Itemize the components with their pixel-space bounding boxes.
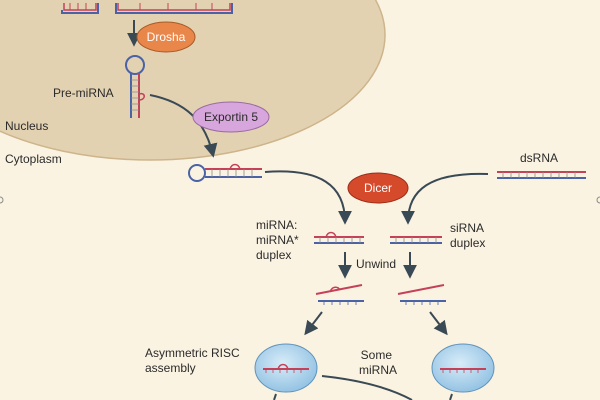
drosha-enzyme: Drosha (136, 21, 196, 53)
arrow-risc-down-right (449, 393, 453, 400)
unwound-sirna (397, 284, 446, 305)
arrow-to-risc-right (429, 311, 448, 336)
cytoplasm-label: Cytoplasm (5, 152, 62, 166)
asym-risc-line2: assembly (145, 361, 196, 375)
pre-mirna-label: Pre-miRNA (53, 86, 114, 100)
mirna-duplex-line3: duplex (256, 248, 291, 262)
risc-complex-right (431, 343, 495, 393)
dsrna-label: dsRNA (520, 151, 558, 165)
exportin5-label: Exportin 5 (204, 110, 258, 124)
arrow-to-mirna-duplex (264, 170, 352, 225)
exportin5-protein: Exportin 5 (192, 101, 270, 133)
sirna-duplex-line2: duplex (450, 236, 485, 250)
drosha-label: Drosha (147, 30, 186, 44)
risc-complex-left (254, 343, 318, 393)
arrow-export (149, 94, 218, 158)
sirna-duplex-line1: siRNA (450, 221, 484, 235)
right-edge-marker (596, 196, 600, 204)
arrow-to-risc-left (304, 311, 323, 336)
arrow-to-sirna-duplex (401, 172, 489, 225)
arrow-some-mirna (321, 375, 413, 400)
some-mirna-line1: Some (361, 348, 393, 362)
left-edge-marker (0, 196, 4, 204)
primary-transcript (61, 3, 233, 14)
asym-risc-label: Asymmetric RISC assembly (145, 346, 243, 375)
sirna-duplex-label: siRNA duplex (450, 221, 487, 250)
mirna-duplex-line2: miRNA* (256, 233, 299, 247)
nucleus-label: Nucleus (5, 119, 48, 133)
unwind-label: Unwind (356, 257, 396, 271)
sirna-duplex (390, 236, 442, 244)
mirna-duplex-label: miRNA: miRNA* duplex (256, 218, 302, 262)
unwound-mirna (315, 284, 364, 305)
dicer-label: Dicer (364, 181, 392, 195)
arrow-risc-down-left (273, 393, 277, 400)
pre-mirna-hairpin (125, 55, 145, 118)
nucleus-region (0, 0, 386, 161)
asym-risc-line1: Asymmetric RISC (145, 346, 240, 360)
some-mirna-label: Some miRNA (359, 348, 397, 377)
mirna-duplex (314, 231, 364, 244)
dsrna-molecule (497, 171, 586, 179)
mirna-duplex-line1: miRNA: (256, 218, 297, 232)
dicer-enzyme: Dicer (347, 172, 409, 204)
some-mirna-line2: miRNA (359, 363, 397, 377)
cytoplasm-pre-mirna (188, 163, 262, 182)
